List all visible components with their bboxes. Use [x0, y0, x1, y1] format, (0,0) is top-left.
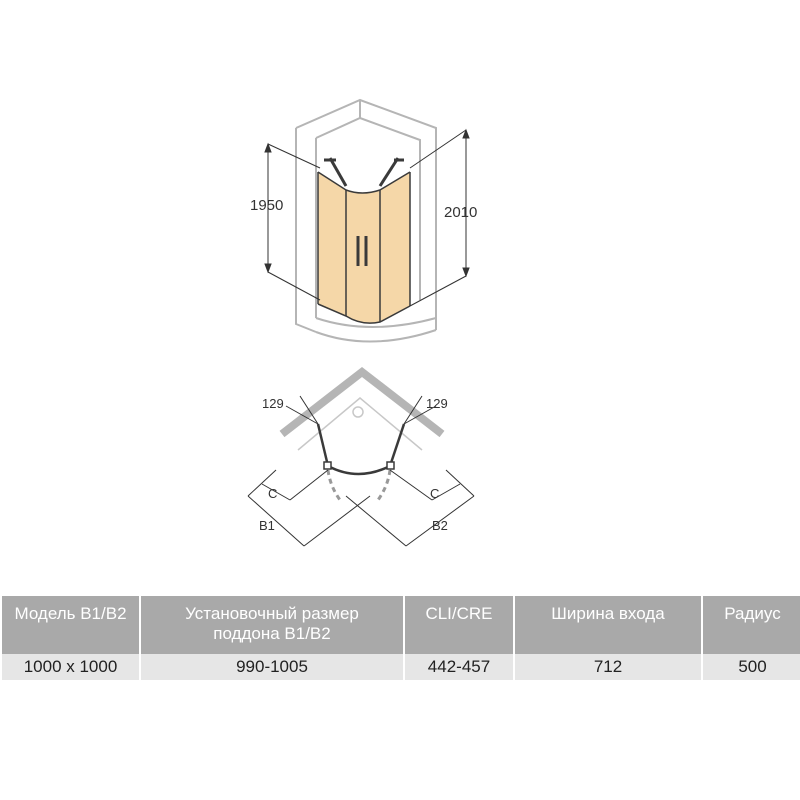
b2-label: B2 — [432, 518, 448, 533]
cell-radius: 500 — [703, 654, 800, 680]
offset-left-label: 129 — [262, 396, 284, 411]
dimension-lines-plan — [247, 395, 475, 547]
door-handles — [356, 236, 368, 266]
b1-label: B1 — [259, 518, 275, 533]
height-right-label: 2010 — [444, 204, 477, 221]
shower-frame — [317, 157, 411, 324]
cell-model: 1000 x 1000 — [2, 654, 139, 680]
header-cli-cre: CLI/CRE — [405, 596, 513, 654]
plan-door-swing — [326, 469, 392, 501]
cell-tray-size: 990-1005 — [141, 654, 403, 680]
offset-right-label: 129 — [426, 396, 448, 411]
table-row: 1000 x 1000 990-1005 442-457 712 500 — [2, 654, 800, 680]
cell-entry-width: 712 — [515, 654, 701, 680]
c-left-label: C — [268, 486, 277, 501]
header-entry-width: Ширина входа — [515, 596, 701, 654]
dimension-lines-front — [264, 128, 470, 307]
height-left-label: 1950 — [250, 197, 283, 214]
plan-hinges — [323, 461, 395, 470]
table-header-row: Модель B1/B2 Установочный размер поддона… — [2, 596, 800, 654]
wall-outline — [295, 98, 437, 343]
plan-enclosure — [316, 423, 406, 476]
header-radius: Радиус — [703, 596, 800, 654]
spec-table: Модель B1/B2 Установочный размер поддона… — [0, 596, 800, 680]
c-right-label: C — [430, 486, 439, 501]
plan-wall-outline — [279, 366, 445, 438]
header-tray-size: Установочный размер поддона B1/B2 — [141, 596, 403, 654]
shower-glass — [318, 172, 410, 324]
header-model: Модель B1/B2 — [2, 596, 139, 654]
cell-cli-cre: 442-457 — [405, 654, 513, 680]
